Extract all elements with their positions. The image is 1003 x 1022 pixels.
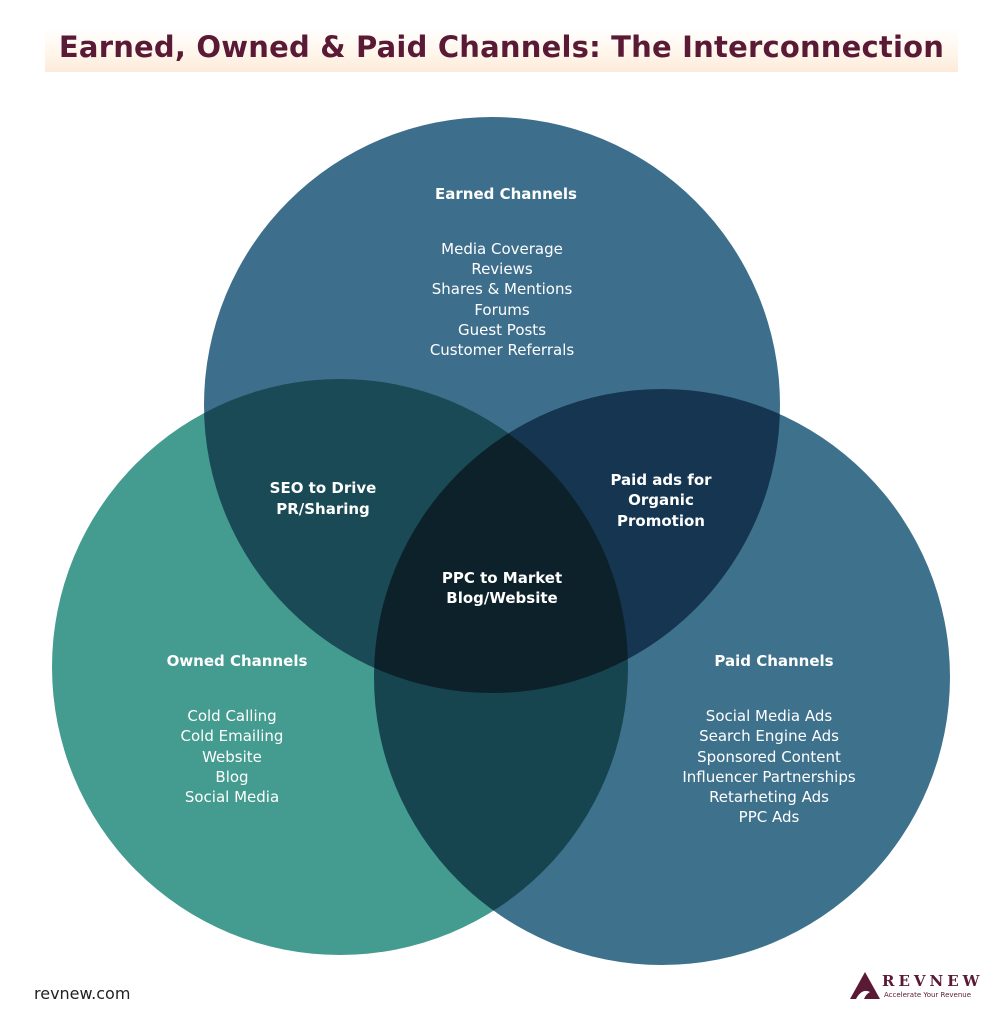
owned-item: Website xyxy=(202,748,262,766)
earned-paid-line: Paid ads for xyxy=(610,471,712,489)
owned-item: Blog xyxy=(215,768,248,786)
owned-text-group: Owned Channels Cold Calling Cold Emailin… xyxy=(167,652,308,806)
center-line: PPC to Market xyxy=(442,569,562,587)
earned-paid-line: Promotion xyxy=(617,512,705,530)
center-text-group: PPC to Market Blog/Website xyxy=(442,569,562,607)
earned-item: Shares & Mentions xyxy=(432,280,573,298)
paid-item: Sponsored Content xyxy=(697,748,841,766)
earned-owned-line: PR/Sharing xyxy=(276,500,370,518)
paid-item: Retarheting Ads xyxy=(709,788,829,806)
paid-item: Search Engine Ads xyxy=(699,727,839,745)
mountain-logo-icon xyxy=(850,972,880,999)
owned-item: Social Media xyxy=(185,788,279,806)
title-wrap: Earned, Owned & Paid Channels: The Inter… xyxy=(0,28,1003,72)
earned-heading: Earned Channels xyxy=(435,185,577,203)
owned-item: Cold Calling xyxy=(187,707,276,725)
earned-text-group: Earned Channels Media Coverage Reviews S… xyxy=(430,185,577,359)
paid-heading: Paid Channels xyxy=(714,652,833,670)
owned-item: Cold Emailing xyxy=(181,727,284,745)
earned-item: Media Coverage xyxy=(441,240,563,258)
earned-paid-text-group: Paid ads for Organic Promotion xyxy=(610,471,712,530)
footer-url[interactable]: revnew.com xyxy=(34,984,131,1003)
paid-item: Influencer Partnerships xyxy=(682,768,856,786)
paid-text-group: Paid Channels Social Media Ads Search En… xyxy=(682,652,856,826)
logo-wordmark: REVNEW xyxy=(882,972,984,990)
paid-item: PPC Ads xyxy=(739,808,800,826)
page-title: Earned, Owned & Paid Channels: The Inter… xyxy=(44,28,959,72)
center-line: Blog/Website xyxy=(446,589,557,607)
earned-item: Forums xyxy=(474,301,530,319)
overlap-center xyxy=(374,389,628,693)
paid-item: Social Media Ads xyxy=(706,707,833,725)
owned-heading: Owned Channels xyxy=(167,652,308,670)
earned-item: Customer Referrals xyxy=(430,341,575,359)
earned-item: Guest Posts xyxy=(458,321,546,339)
earned-owned-text-group: SEO to Drive PR/Sharing xyxy=(270,479,377,518)
logo-tagline: Accelerate Your Revenue xyxy=(884,991,972,999)
earned-item: Reviews xyxy=(471,260,533,278)
earned-owned-line: SEO to Drive xyxy=(270,479,377,497)
earned-paid-line: Organic xyxy=(628,491,694,509)
revnew-logo: REVNEW Accelerate Your Revenue xyxy=(848,966,998,1006)
